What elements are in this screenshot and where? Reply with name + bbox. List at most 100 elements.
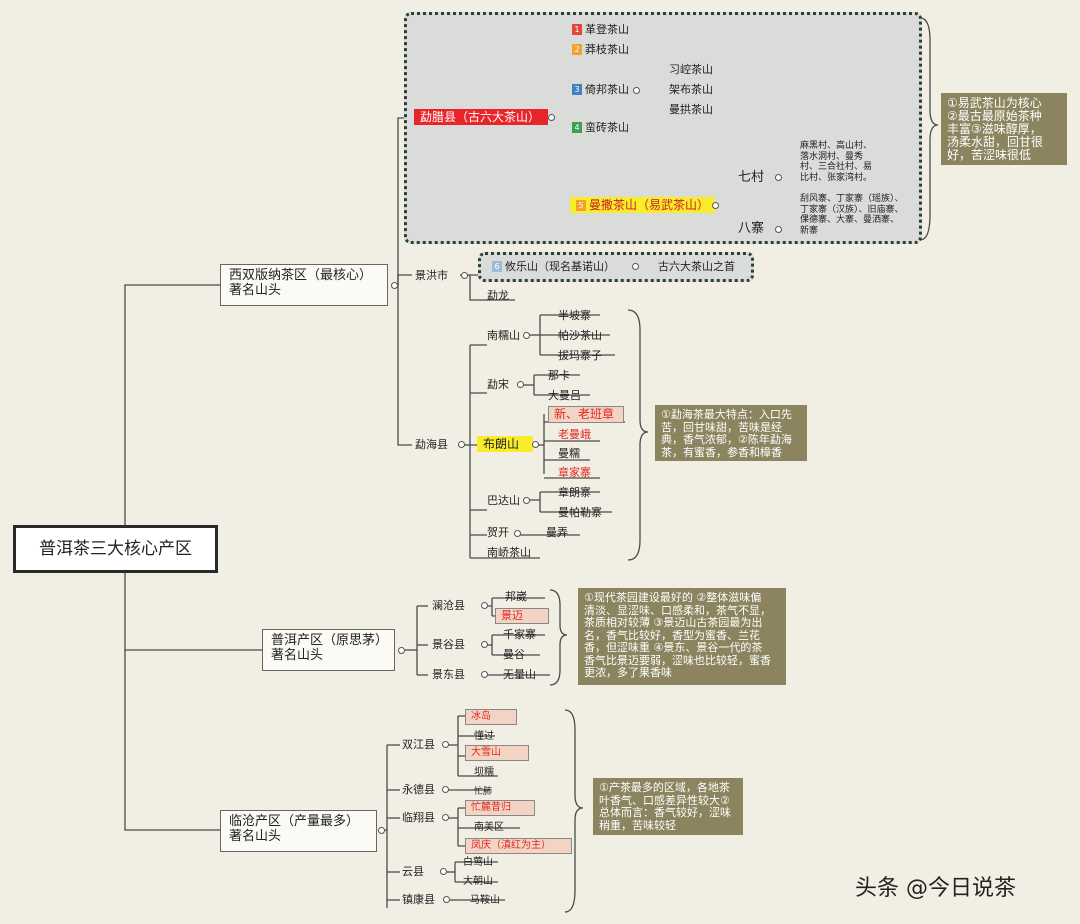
linxiang-item-xigui[interactable]: 忙麓昔归 <box>465 800 535 816</box>
nanuo-item-3[interactable]: 拔玛寨子 <box>558 349 602 362</box>
collapse-toggle[interactable] <box>548 114 555 121</box>
shuangjiang-item-4[interactable]: 坝糯 <box>474 767 494 778</box>
shuangjiang-item-daxueshan[interactable]: 大雪山 <box>465 745 529 761</box>
bazhai-label[interactable]: 八寨 <box>738 221 765 236</box>
jinggu-item-2[interactable]: 曼谷 <box>503 648 525 661</box>
collapse-toggle[interactable] <box>443 896 450 903</box>
badge-1-icon: 1 <box>572 24 582 35</box>
mountain-label: 蛮砖茶山 <box>585 121 629 134</box>
collapse-toggle[interactable] <box>775 174 782 181</box>
collapse-toggle[interactable] <box>712 202 719 209</box>
bulang-item-laomane[interactable]: 老曼峨 <box>558 428 591 441</box>
youle-highlight-box <box>478 252 754 282</box>
bulang-item-mannuo[interactable]: 曼糯 <box>558 447 580 460</box>
yiwu-note: ①易武茶山为核心 ②最古最原始茶种 丰富③滋味醇厚， 汤柔水甜，回甘很 好，苦涩… <box>941 93 1067 165</box>
yunxian-item-1[interactable]: 白莺山 <box>463 857 493 868</box>
region-xishuangbanna[interactable]: 西双版纳茶区（最核心） 著名山头 <box>220 264 388 306</box>
lancang-item-1[interactable]: 邦崴 <box>505 590 527 603</box>
mengsong-item-1[interactable]: 那卡 <box>548 369 570 382</box>
collapse-toggle[interactable] <box>481 671 488 678</box>
nanuo-item-2[interactable]: 帕沙茶山 <box>558 329 602 342</box>
collapse-toggle[interactable] <box>517 381 524 388</box>
jinghong-city[interactable]: 景洪市 <box>415 269 448 282</box>
badge-4-icon: 4 <box>572 122 582 133</box>
badge-6-icon: 6 <box>492 261 502 272</box>
yongde-item[interactable]: 忙肺 <box>474 787 493 797</box>
collapse-toggle[interactable] <box>523 332 530 339</box>
hekai-item[interactable]: 曼弄 <box>546 526 568 539</box>
qicun-label[interactable]: 七村 <box>738 170 765 185</box>
collapse-toggle[interactable] <box>532 441 539 448</box>
bulang-item-zhangjia[interactable]: 章家寨 <box>558 466 591 479</box>
collapse-toggle[interactable] <box>633 87 640 94</box>
nanuo-item-1[interactable]: 半坡寨 <box>558 309 591 322</box>
shuangjiang-county[interactable]: 双江县 <box>402 738 435 751</box>
yongde-county[interactable]: 永德县 <box>402 783 435 796</box>
collapse-toggle[interactable] <box>442 786 449 793</box>
linxiang-item-fengqing[interactable]: 凤庆（滇红为主） <box>465 838 572 854</box>
mountain-label: 倚邦茶山 <box>585 83 629 96</box>
mengsong[interactable]: 勐宋 <box>487 378 509 391</box>
collapse-toggle[interactable] <box>481 602 488 609</box>
linxiang-item-2[interactable]: 南美区 <box>474 822 504 833</box>
menglong[interactable]: 勐龙 <box>487 289 509 302</box>
collapse-toggle[interactable] <box>481 641 488 648</box>
yibang-sub-2[interactable]: 架布茶山 <box>669 83 713 96</box>
lincang-note: ①产茶最多的区域，各地茶 叶香气、口感差异性较大② 总体而言：香气较好，涩味 稍… <box>593 778 743 835</box>
collapse-toggle[interactable] <box>378 827 385 834</box>
yunxian-county[interactable]: 云县 <box>402 865 424 878</box>
collapse-toggle[interactable] <box>514 530 521 537</box>
yibang-sub-1[interactable]: 习崆茶山 <box>669 63 713 76</box>
collapse-toggle[interactable] <box>442 741 449 748</box>
zhenkang-county[interactable]: 镇康县 <box>402 893 435 906</box>
lancang-item-jingmai[interactable]: 景迈 <box>495 608 549 624</box>
jinggu-county[interactable]: 景谷县 <box>432 638 465 651</box>
collapse-toggle[interactable] <box>775 226 782 233</box>
bulang-item-banzhang[interactable]: 新、老班章 <box>548 406 624 423</box>
region-lincang-title: 临沧产区（产量最多） <box>229 814 360 829</box>
bada-item-1[interactable]: 章朗寨 <box>558 486 591 499</box>
yunxian-item-2[interactable]: 大朝山 <box>463 876 493 887</box>
collapse-toggle[interactable] <box>442 814 449 821</box>
bada-mountain[interactable]: 巴达山 <box>487 494 520 507</box>
collapse-toggle[interactable] <box>440 868 447 875</box>
yibang-sub-3[interactable]: 曼拱茶山 <box>669 103 713 116</box>
jingdong-county[interactable]: 景东县 <box>432 668 465 681</box>
jinggu-item-1[interactable]: 千家寨 <box>503 628 536 641</box>
nanuo-mountain[interactable]: 南糯山 <box>487 329 520 342</box>
mengla-county[interactable]: 勐腊县（古六大茶山） <box>414 109 548 125</box>
collapse-toggle[interactable] <box>632 263 639 270</box>
region-lincang[interactable]: 临沧产区（产量最多） 著名山头 <box>220 810 377 852</box>
collapse-toggle[interactable] <box>523 497 530 504</box>
collapse-toggle[interactable] <box>398 647 405 654</box>
collapse-toggle[interactable] <box>391 282 398 289</box>
linxiang-county[interactable]: 临翔县 <box>402 811 435 824</box>
mengsong-item-2[interactable]: 大曼吕 <box>548 389 581 402</box>
jingdong-item[interactable]: 无量山 <box>503 668 536 681</box>
shuangjiang-item-bingdao[interactable]: 冰岛 <box>465 709 517 725</box>
shuangjiang-item-2[interactable]: 懂过 <box>474 731 494 742</box>
region-puer[interactable]: 普洱产区（原思茅） 著名山头 <box>262 629 395 671</box>
region-lincang-subtitle: 著名山头 <box>229 829 282 844</box>
region-xishuangbanna-title: 西双版纳茶区（最核心） <box>229 268 373 283</box>
collapse-toggle[interactable] <box>461 272 468 279</box>
zhenkang-item[interactable]: 马鞍山 <box>470 895 500 906</box>
bulang-mountain[interactable]: 布朗山 <box>477 436 533 452</box>
region-puer-title: 普洱产区（原思茅） <box>271 633 389 648</box>
lancang-county[interactable]: 澜沧县 <box>432 599 465 612</box>
root-node[interactable]: 普洱茶三大核心产区 <box>13 525 218 573</box>
mountain-label: 曼撒茶山（易武茶山） <box>589 198 710 212</box>
nanqiao[interactable]: 南峤茶山 <box>487 546 531 559</box>
bada-item-2[interactable]: 曼帕勒寨 <box>558 506 602 519</box>
collapse-toggle[interactable] <box>458 441 465 448</box>
bazhai-villages: 刮风寨、丁家寨（瑶族）、 丁家寨（汉族）、旧庙寨、 倮德寨、大寨、曼洒寨、 新寨 <box>800 194 904 236</box>
menghai-county[interactable]: 勐海县 <box>415 438 448 451</box>
hekai[interactable]: 贺开 <box>487 526 509 539</box>
watermark: 头条 @今日说茶 <box>855 876 1016 901</box>
